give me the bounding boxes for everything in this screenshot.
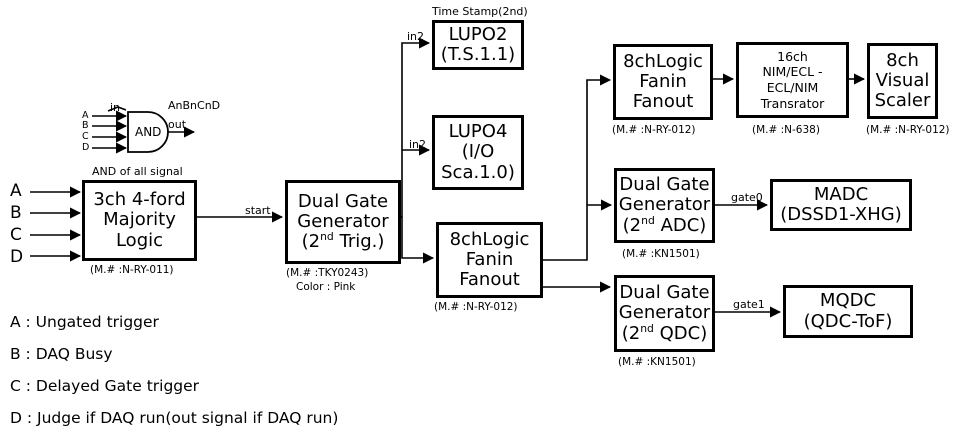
- input-d-label: D: [10, 247, 24, 267]
- dual-gate-adc-block: Dual Gate Generator (2nd ADC): [614, 168, 715, 243]
- and-out-label: out: [168, 118, 187, 131]
- color-note-label: Color : Pink: [296, 281, 356, 293]
- lupo4-block: LUPO4 (I/O Sca.1.0): [432, 115, 524, 190]
- majority-model-label: (M.# :N-RY-011): [90, 264, 174, 276]
- in2-label-a: in2: [407, 30, 425, 43]
- and-in-label: in: [110, 101, 121, 114]
- gate0-label: gate0: [731, 191, 763, 204]
- and-gate-symbol: [127, 111, 169, 153]
- dual-gate-qdc-model-label: (M.# :KN1501): [618, 356, 696, 368]
- time-stamp-label: Time Stamp(2nd): [432, 5, 528, 18]
- scaler-model-label: (M.# :N-RY-012): [866, 124, 950, 136]
- and-input-b: B: [82, 120, 89, 131]
- legend-a: A : Ungated trigger: [10, 313, 159, 331]
- majority-logic-block: 3ch 4-ford Majority Logic: [82, 180, 197, 261]
- start-signal-label: start: [245, 204, 271, 217]
- translator-model-label: (M.# :N-638): [752, 124, 820, 136]
- lupo2-block: LUPO2 (T.S.1.1): [432, 20, 524, 70]
- dual-gate-qdc-block: Dual Gate Generator (2nd QDC): [614, 275, 715, 352]
- and-input-a: A: [82, 110, 89, 121]
- and-of-all-signal-note: AND of all signal: [92, 165, 183, 178]
- and-formula-label: AnBnCnD: [168, 99, 221, 112]
- to-fanin-top-wire: [543, 74, 612, 261]
- in2-label-b: in2: [409, 138, 427, 151]
- input-b-label: B: [10, 203, 22, 223]
- to-fanin-mid-wire: [401, 217, 435, 264]
- and-gate-label: AND: [135, 125, 162, 139]
- madc-block: MADC (DSSD1-XHG): [770, 179, 912, 231]
- dual-gate-trig-model-label: (M.# :TKY0243): [286, 267, 369, 279]
- legend-b: B : DAQ Busy: [10, 345, 113, 363]
- visual-scaler-block: 8ch Visual Scaler: [867, 43, 938, 119]
- input-c-label: C: [10, 225, 22, 245]
- and-input-c: C: [82, 131, 89, 142]
- mqdc-block: MQDC (QDC-ToF): [783, 285, 913, 338]
- dual-gate-trig-block: Dual Gate Generator (2nd Trig.): [285, 180, 401, 264]
- fanin-fanout-top-block: 8chLogic Fanin Fanout: [613, 44, 713, 120]
- fanin-fanout-mid-block: 8chLogic Fanin Fanout: [436, 222, 543, 298]
- translator-block: 16ch NIM/ECL - ECL/NIM Transrator: [736, 42, 849, 118]
- legend-d: D : Judge if DAQ run(out signal if DAQ r…: [10, 409, 339, 427]
- dual-gate-adc-model-label: (M.# :KN1501): [622, 248, 700, 260]
- fanin-mid-model-label: (M.# :N-RY-012): [434, 301, 518, 313]
- to-lupo2-wire: [401, 37, 431, 218]
- legend-c: C : Delayed Gate trigger: [10, 377, 200, 395]
- input-a-label: A: [10, 181, 22, 201]
- and-input-d: D: [82, 142, 90, 153]
- fanin-top-model-label: (M.# :N-RY-012): [612, 124, 696, 136]
- gate1-label: gate1: [733, 298, 765, 311]
